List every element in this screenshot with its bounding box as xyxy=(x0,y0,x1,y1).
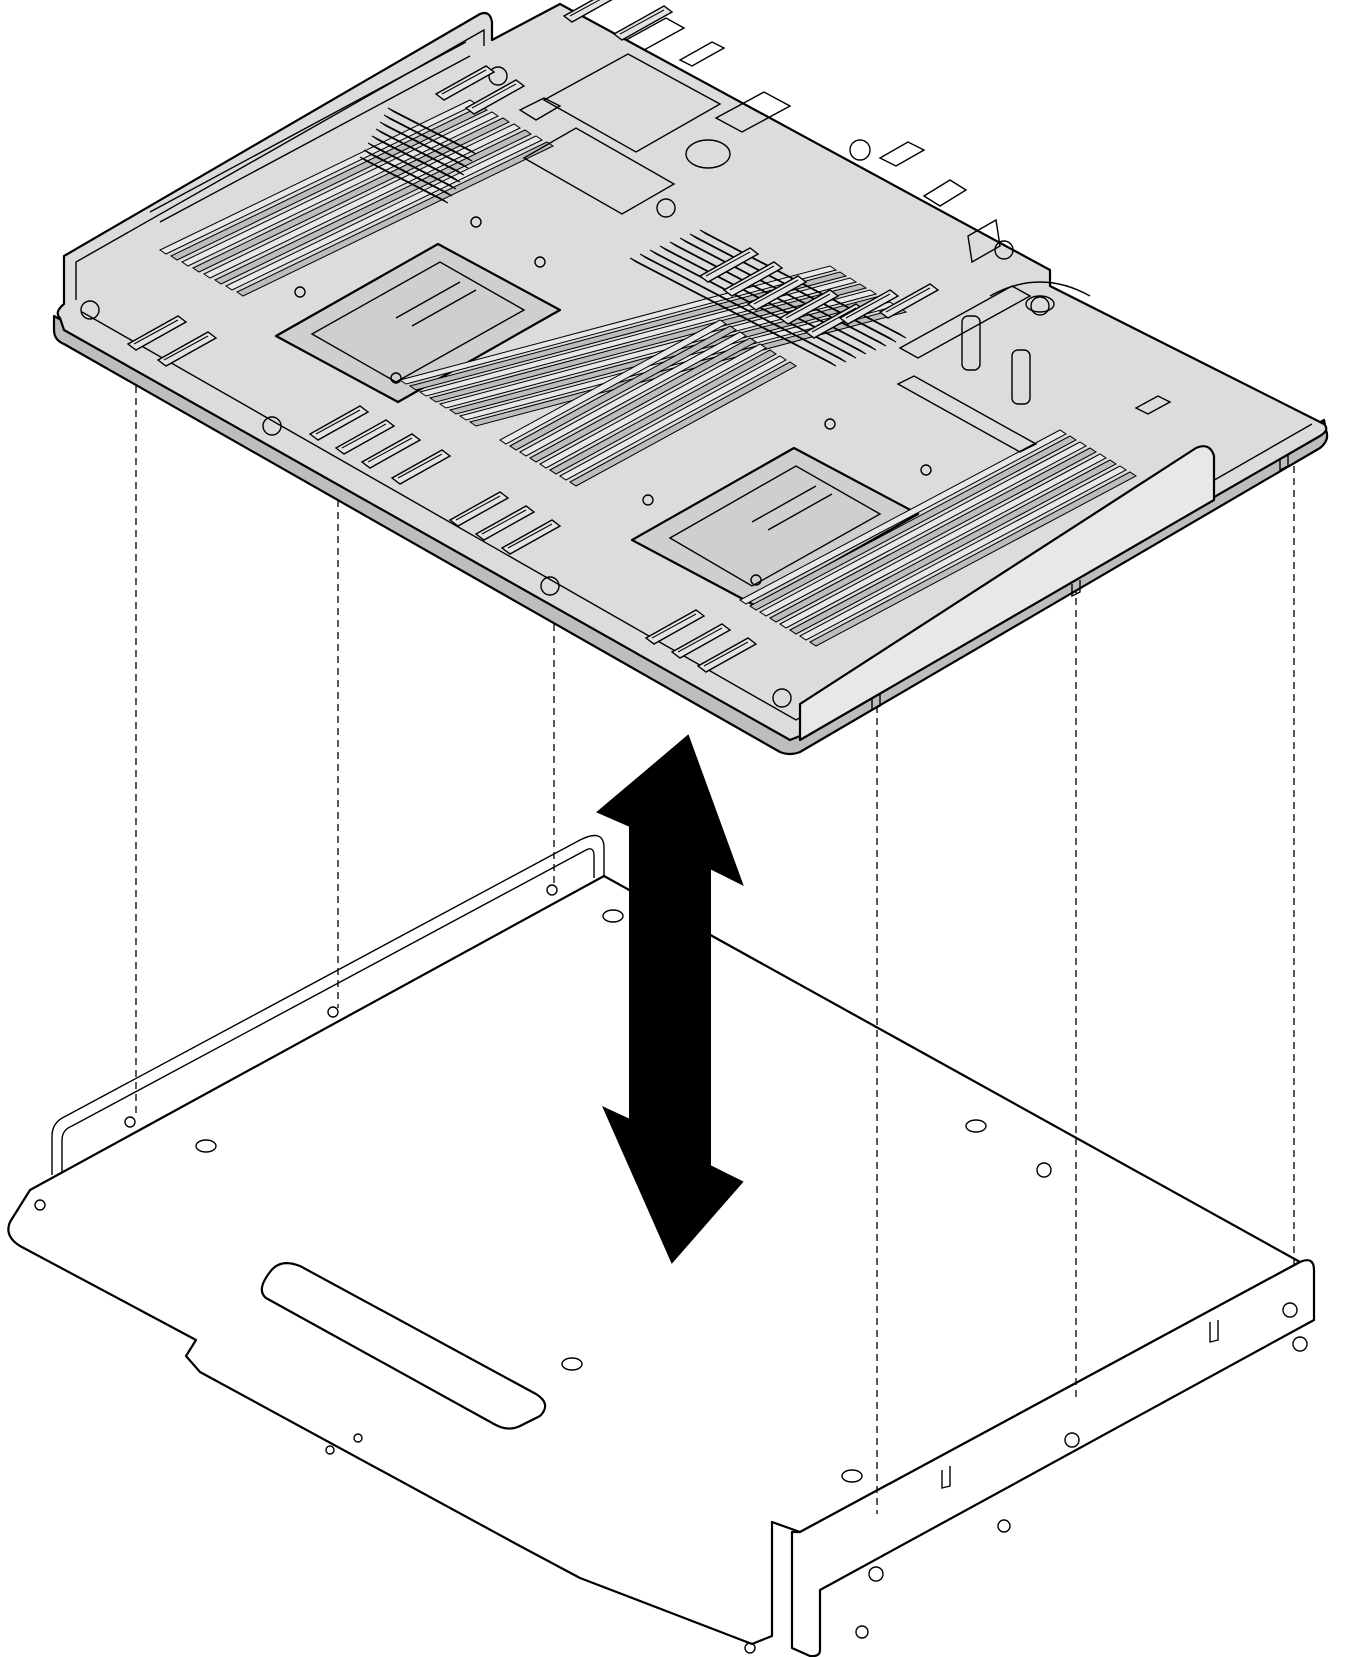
pcie-connector xyxy=(126,315,188,351)
board-carrier-flange xyxy=(798,445,1216,742)
pcie-connector xyxy=(644,609,706,645)
dimm-slot xyxy=(749,435,1077,611)
dimm-slot xyxy=(569,361,797,487)
dimm-slot xyxy=(398,265,838,385)
dimm-slot xyxy=(799,465,1127,641)
dimm-slot xyxy=(363,149,453,197)
pcie-connector xyxy=(390,449,452,485)
cpu-socket-1 xyxy=(274,216,562,404)
carrier-tray xyxy=(7,834,1316,1657)
pcie-connector-slot xyxy=(471,83,517,109)
pcie-connector xyxy=(670,623,732,659)
pcie-connector-slot xyxy=(507,523,553,549)
pcie-connector xyxy=(360,433,422,469)
pcie-connector-slot xyxy=(397,453,443,479)
pcie-connector xyxy=(464,79,526,115)
pcie-connector xyxy=(448,491,510,527)
dimm-slot xyxy=(367,142,457,190)
dimm-slot xyxy=(779,453,1107,629)
pcie-connector xyxy=(474,505,536,541)
pcie-connector xyxy=(746,275,808,311)
dimm-slot xyxy=(759,441,1087,617)
pcie-connector-slot xyxy=(729,265,775,291)
dimm-slot xyxy=(408,271,848,391)
pcie-connector xyxy=(778,289,840,325)
pcie-connector xyxy=(308,405,370,441)
pcie-connectors xyxy=(126,0,940,673)
pcie-connector-slot xyxy=(367,437,413,463)
lift-lower-double-arrow xyxy=(596,734,744,1264)
pcie-connector-slot xyxy=(441,69,487,95)
board-screws xyxy=(80,66,1050,708)
pcie-connector-slot xyxy=(811,307,857,333)
motherboard xyxy=(52,0,1329,756)
dimm-slot xyxy=(371,135,461,183)
dimm-slot xyxy=(519,331,747,457)
dimm-slot xyxy=(375,128,465,176)
dimm-slot xyxy=(383,114,473,162)
pcie-connector-slot xyxy=(677,627,723,653)
pcie-connector-slot xyxy=(885,287,931,313)
pcie-connector-slot xyxy=(163,335,209,361)
dimm-slot xyxy=(379,121,469,169)
tray-plate xyxy=(7,874,1302,1646)
pcie-connector-slot xyxy=(133,319,179,345)
dimm-slot xyxy=(559,355,787,481)
pcie-connector-slot xyxy=(569,0,601,17)
pcie-connector-slot xyxy=(315,409,361,435)
pcie-connector-slot xyxy=(705,251,751,277)
pcie-connector-slot xyxy=(753,279,799,305)
board-components xyxy=(518,17,1172,453)
cpu-socket-2 xyxy=(630,418,932,608)
pcie-connector xyxy=(878,283,940,319)
dimm-slot xyxy=(769,447,1097,623)
pcie-connector-slot xyxy=(703,641,749,667)
pcie-connector xyxy=(722,261,784,297)
dimm-slot xyxy=(359,156,449,204)
pcie-connector xyxy=(612,5,674,41)
dimm-slot xyxy=(529,337,757,463)
tray-handle-slot xyxy=(260,1261,547,1430)
pcie-connector-slot xyxy=(651,613,697,639)
pcie-connector-slot xyxy=(845,293,891,319)
tray-standoffs xyxy=(34,884,1308,1654)
pcie-connector-slot xyxy=(455,495,501,521)
dimm-slot xyxy=(499,319,727,445)
pcie-connector xyxy=(838,289,900,325)
dimm-slot xyxy=(549,349,777,475)
tray-back-rail xyxy=(51,834,605,1175)
dimm-slot xyxy=(169,105,489,261)
dimm-slot xyxy=(639,253,847,363)
dimm-slot xyxy=(387,107,477,155)
pcie-connector-slot xyxy=(785,293,831,319)
pcie-connector-slot xyxy=(619,9,665,35)
dimm-slot xyxy=(418,277,858,397)
dimm-slot xyxy=(739,429,1067,605)
dimm-slot xyxy=(789,459,1117,635)
pcie-connector-slot xyxy=(341,423,387,449)
dimm-slot xyxy=(809,471,1137,647)
pcie-connector xyxy=(334,419,396,455)
pcie-connector xyxy=(696,637,758,673)
pcie-connector xyxy=(698,247,760,283)
dimm-slot xyxy=(509,325,737,451)
pcie-connector xyxy=(156,331,218,367)
alignment-guides xyxy=(135,386,1295,1514)
pcie-connector xyxy=(562,0,613,23)
pcie-connector xyxy=(500,519,562,555)
dimm-slot xyxy=(539,343,767,469)
pcie-connector-slot xyxy=(481,509,527,535)
pcie-connector xyxy=(434,65,496,101)
tray-side-wall xyxy=(790,1259,1316,1657)
dimm-slot xyxy=(629,257,837,367)
